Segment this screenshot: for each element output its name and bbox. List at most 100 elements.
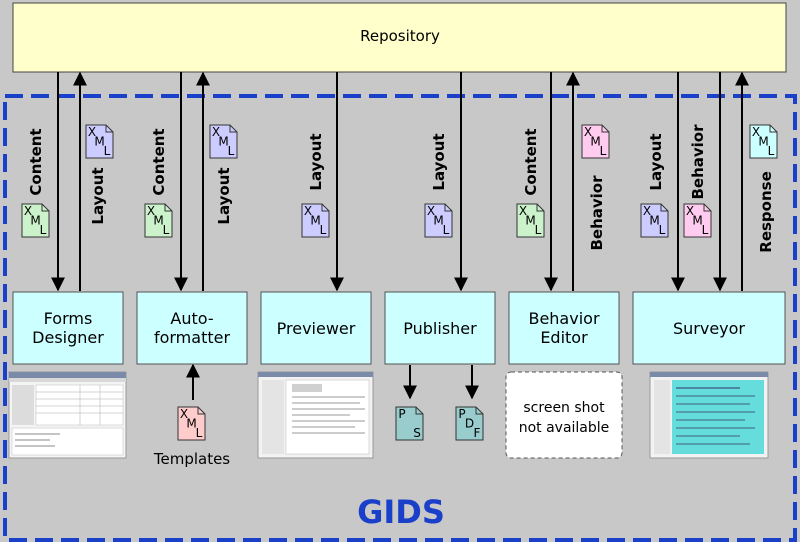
repository-label: Repository	[360, 27, 440, 45]
doc-letter: L	[768, 144, 775, 158]
doc-letter: S	[413, 426, 421, 440]
xml-doc-icon: XML	[301, 203, 330, 238]
repository: Repository	[12, 2, 787, 73]
doc-letter: M	[186, 417, 196, 431]
xml-doc-icon: XML	[21, 203, 50, 238]
doc-fold	[197, 407, 205, 415]
doc-letter: M	[30, 214, 40, 228]
doc-letter: L	[659, 223, 666, 237]
doc-body	[85, 124, 114, 159]
flow-label-behavior-behavior: Behavior	[588, 175, 606, 251]
doc-fold	[536, 204, 544, 212]
doc-fold	[164, 204, 172, 212]
doc-letter: M	[433, 214, 443, 228]
doc-letter: L	[702, 223, 709, 237]
doc-letter: X	[304, 204, 312, 218]
doc-body	[395, 406, 424, 441]
doc-letter: X	[643, 204, 651, 218]
flow-arrows	[51, 71, 749, 400]
surveyor-screenshot	[649, 371, 769, 459]
flow-label-auto-layout: Layout	[215, 167, 233, 224]
doc-body	[177, 406, 206, 441]
doc-fold	[475, 407, 483, 415]
doc-letter: L	[600, 144, 607, 158]
component-label-line: Forms	[44, 309, 93, 328]
flow-label-behavior-content: Content	[522, 128, 540, 195]
component-label-line: Publisher	[403, 319, 477, 338]
doc-body	[516, 203, 545, 238]
doc-fold	[660, 204, 668, 212]
component-label-line: Previewer	[277, 319, 356, 338]
flow-labels: Content Layout Content Layout Layout Lay…	[27, 124, 775, 253]
component-behavior-editor: Behavior Editor	[508, 291, 620, 365]
previewer-screenshot	[257, 371, 374, 459]
gids-boundary	[3, 94, 797, 542]
doc-letter: M	[153, 214, 163, 228]
flow-label-previewer-layout: Layout	[307, 133, 325, 190]
doc-fold	[444, 204, 452, 212]
ps-doc-icon: PS	[395, 406, 424, 441]
doc-letter: L	[163, 223, 170, 237]
doc-body	[21, 203, 50, 238]
xml-doc-icon: XML	[209, 124, 238, 159]
templates-doc-icon: XML	[177, 406, 206, 441]
placeholder-text-line: screen shot	[523, 400, 605, 416]
forms-designer-screenshot	[8, 371, 127, 459]
component-label-line: Auto-	[170, 309, 213, 328]
templates-label: Templates	[153, 450, 230, 468]
doc-body	[424, 203, 453, 238]
doc-fold	[703, 204, 711, 212]
doc-letter: L	[443, 223, 450, 237]
xml-doc-icon: XML	[640, 203, 669, 238]
pdf-doc-icon: PDF	[455, 406, 484, 441]
doc-letter: M	[94, 135, 104, 149]
doc-body	[144, 203, 173, 238]
xml-doc-icon: XML	[516, 203, 545, 238]
component-previewer: Previewer	[260, 291, 372, 365]
xml-doc-icon: XML	[85, 124, 114, 159]
flow-documents: XML XML XML XML XML XML XML XML XML XML …	[21, 124, 778, 238]
component-autoformatter: Auto- formatter	[136, 291, 248, 365]
doc-letter: M	[525, 214, 535, 228]
flow-label-forms-layout: Layout	[89, 167, 107, 224]
doc-letter: L	[40, 223, 47, 237]
doc-letter: X	[519, 204, 527, 218]
component-label-line: Surveyor	[673, 319, 745, 338]
doc-letter: X	[88, 125, 96, 139]
doc-letter: L	[320, 223, 327, 237]
doc-letter: F	[474, 426, 481, 440]
doc-letter: M	[590, 135, 600, 149]
doc-body	[301, 203, 330, 238]
xml-doc-icon: XML	[144, 203, 173, 238]
doc-letter: L	[228, 144, 235, 158]
component-publisher: Publisher	[384, 291, 496, 365]
doc-body	[749, 124, 778, 159]
doc-fold	[229, 125, 237, 133]
component-surveyor: Surveyor	[632, 291, 786, 365]
gids-title: GIDS	[357, 493, 445, 531]
doc-letter: D	[465, 417, 474, 431]
doc-letter: X	[686, 204, 694, 218]
doc-letter: X	[752, 125, 760, 139]
doc-body	[683, 203, 712, 238]
doc-letter: L	[535, 223, 542, 237]
doc-letter: L	[104, 144, 111, 158]
doc-letter: X	[584, 125, 592, 139]
xml-doc-icon: XML	[683, 203, 712, 238]
doc-letter: M	[692, 214, 702, 228]
doc-letter: P	[398, 407, 405, 421]
doc-letter: X	[427, 204, 435, 218]
doc-body	[209, 124, 238, 159]
doc-letter: X	[147, 204, 155, 218]
doc-body	[581, 124, 610, 159]
xml-doc-icon: XML	[424, 203, 453, 238]
component-label-line: Editor	[540, 328, 588, 347]
doc-fold	[415, 407, 423, 415]
doc-letter: L	[196, 426, 203, 440]
doc-letter: X	[212, 125, 220, 139]
flow-label-publisher-layout: Layout	[430, 133, 448, 190]
placeholder-text-line: not available	[519, 420, 610, 436]
flow-label-auto-content: Content	[150, 128, 168, 195]
flow-label-surveyor-behavior: Behavior	[689, 124, 707, 200]
